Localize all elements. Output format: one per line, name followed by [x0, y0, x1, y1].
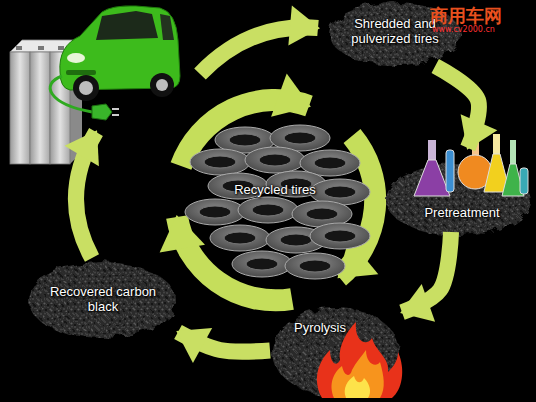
- tire-pile-part: [238, 197, 298, 223]
- battery-pack-part: [58, 46, 64, 50]
- electric-car-part: [96, 11, 158, 40]
- flow-arrow: [435, 66, 479, 148]
- battery-pack-part: [10, 52, 30, 164]
- tire-pile-part: [285, 253, 345, 279]
- electric-car-part: [160, 14, 174, 40]
- battery-pack-part: [38, 46, 44, 50]
- cycle-arrows-part: [76, 132, 96, 258]
- recycle-arrows: [177, 100, 375, 300]
- node-label: Pyrolysis: [270, 320, 370, 335]
- product-blob: Recovered carbon black: [28, 262, 178, 338]
- battery-pack-part: [30, 52, 50, 164]
- electric-car-part: [73, 75, 99, 101]
- lab-flasks: [414, 128, 528, 196]
- watermark-url: www.cv2000.cn: [432, 25, 495, 34]
- lab-flasks-part: [414, 160, 450, 196]
- powder-blobs-part: [28, 262, 176, 338]
- powder-blobs: [28, 3, 530, 396]
- lab-flasks-part: [510, 140, 516, 166]
- fire-part: [332, 350, 384, 398]
- cycle-arrows: [76, 27, 318, 258]
- electric-car-part: [92, 104, 112, 120]
- process-blob: Pretreatment: [388, 148, 530, 232]
- electric-car-part: [50, 76, 92, 112]
- electric-car: [50, 6, 180, 120]
- electric-car-part: [67, 53, 85, 63]
- electric-car-part: [112, 108, 119, 110]
- tire-pile-part: [310, 223, 370, 249]
- node-label: Recycled tires: [200, 182, 350, 197]
- watermark: 商用车网: [430, 4, 502, 28]
- node-label: Pretreatment: [404, 205, 520, 220]
- lab-flasks-part: [446, 150, 454, 192]
- battery-pack-part: [16, 46, 22, 50]
- electric-car-part: [112, 114, 119, 116]
- flow-arrow: [178, 332, 270, 352]
- cycle-arrows-part: [200, 27, 318, 74]
- electric-car-part: [156, 79, 168, 91]
- electric-car-part: [150, 73, 174, 97]
- lab-flasks-part: [520, 168, 528, 194]
- electric-car-part: [79, 81, 93, 95]
- recycle-arrows-part: [177, 217, 292, 300]
- tire-pile-part: [210, 225, 270, 251]
- lab-flasks-part: [428, 140, 436, 162]
- tire-pile-part: [245, 147, 305, 173]
- tire-pile-part: [190, 149, 250, 175]
- process-blob: Pyrolysis: [270, 306, 402, 396]
- lab-flasks-part: [493, 134, 500, 156]
- node-label: Recovered carbon black: [38, 284, 168, 314]
- fire-part: [345, 376, 370, 398]
- tire-pile-part: [232, 251, 292, 277]
- lab-flasks-part: [472, 128, 479, 158]
- flow-arrow: [402, 232, 451, 312]
- electric-car-part: [66, 70, 96, 75]
- source-pile: Recycled tires: [200, 140, 350, 260]
- tire-pile-part: [185, 199, 245, 225]
- tire-pile: [185, 125, 370, 279]
